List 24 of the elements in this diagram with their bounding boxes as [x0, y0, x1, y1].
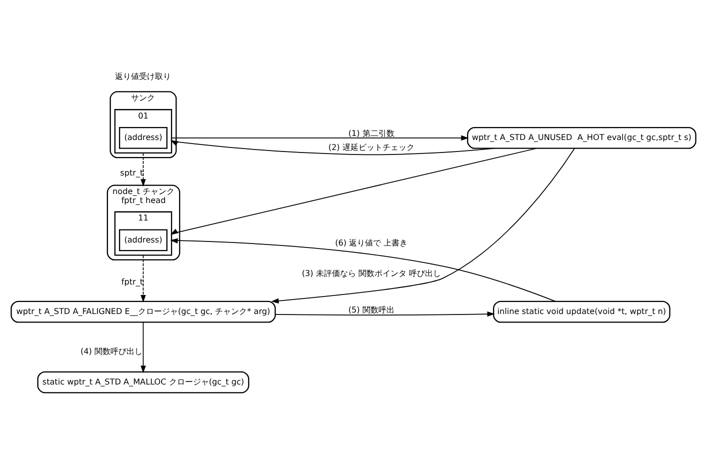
edge-label: sptr_t	[120, 166, 144, 177]
arrow	[170, 238, 556, 302]
arrow	[171, 134, 469, 140]
node-box: inline static void update(void *t, wptr_t n)	[493, 300, 670, 322]
node-box: (address)	[118, 126, 168, 148]
node-box: static wptr_t A_STD A_MALLOC クロージャ(gc_t gc)	[37, 370, 250, 393]
label: 返り値受け取り	[115, 70, 172, 80]
edge-label: (1) 第二引数	[348, 127, 394, 138]
arrow	[170, 147, 537, 234]
node-box: wptr_t A_STD A_FALIGNED E__クロージャ(gc_t gc, チャンク* arg)	[10, 300, 276, 322]
arrow	[140, 152, 146, 186]
edge-label: (6) 返り値で 上書き	[335, 237, 408, 247]
edge-label: (2) 遅延ビットチェック	[328, 142, 414, 152]
edge-label: (3) 未評価なら 関数ポインタ 呼び出し	[302, 268, 441, 278]
arrow	[140, 254, 146, 302]
edge-label: fptr_t	[121, 276, 144, 286]
edge-label: (4) 関数呼び出し	[80, 345, 142, 356]
node-box: wptr_t A_STD A_UNUSED A_HOT eval(gc_t gc,sptr_t s)	[467, 126, 696, 148]
arrow	[271, 147, 576, 303]
arrow	[140, 321, 146, 373]
arrow	[274, 310, 495, 316]
node-box: (address)	[118, 228, 168, 251]
edge-label: (5) 関数呼出	[348, 304, 394, 314]
arrow	[170, 140, 496, 155]
